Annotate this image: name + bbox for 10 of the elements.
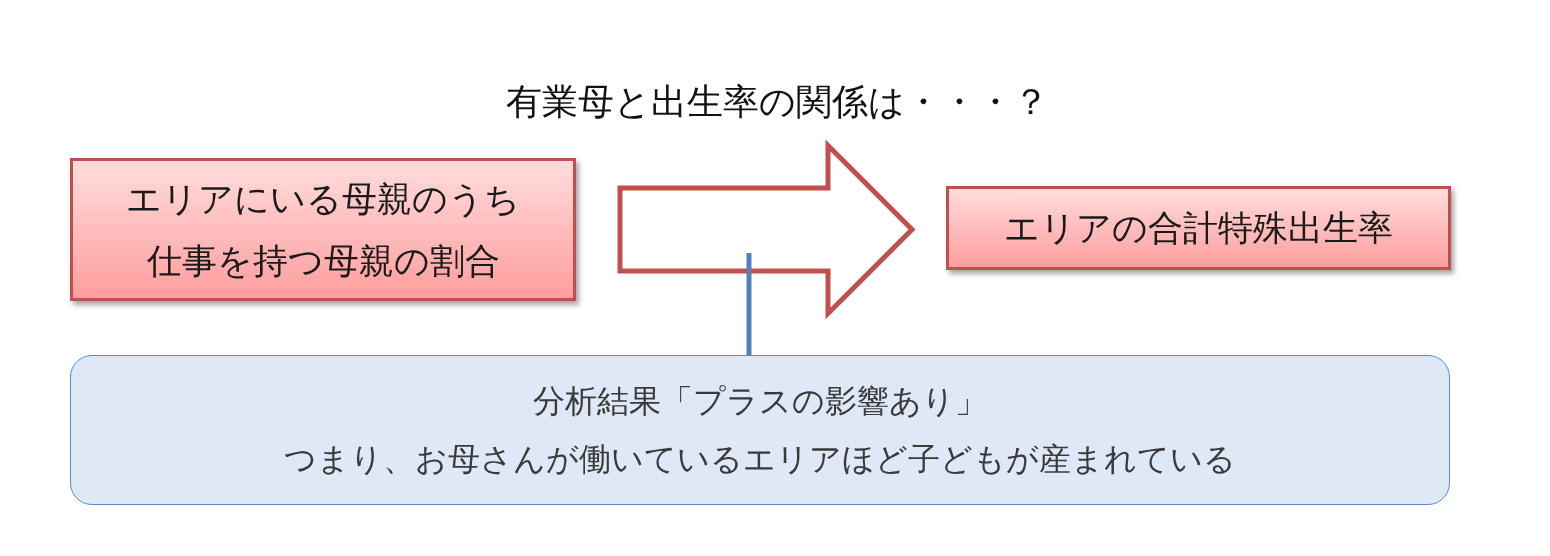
leader-line — [746, 253, 752, 355]
outcome-label: エリアの合計特殊出生率 — [1004, 207, 1393, 250]
result-heading: 分析結果「プラスの影響あり」 — [533, 381, 987, 422]
block-arrow — [617, 139, 916, 320]
result-box — [70, 355, 1450, 505]
outcome-box — [946, 186, 1451, 270]
factor-label: エリアにいる母親のうち仕事を持つ母親の割合 — [125, 177, 521, 283]
result-summary: つまり、お母さんが働いているエリアほど子どもが産まれている — [284, 439, 1236, 480]
title: 有業母と出生率の関係は・・・？ — [505, 80, 1049, 124]
factor-box — [70, 158, 576, 301]
